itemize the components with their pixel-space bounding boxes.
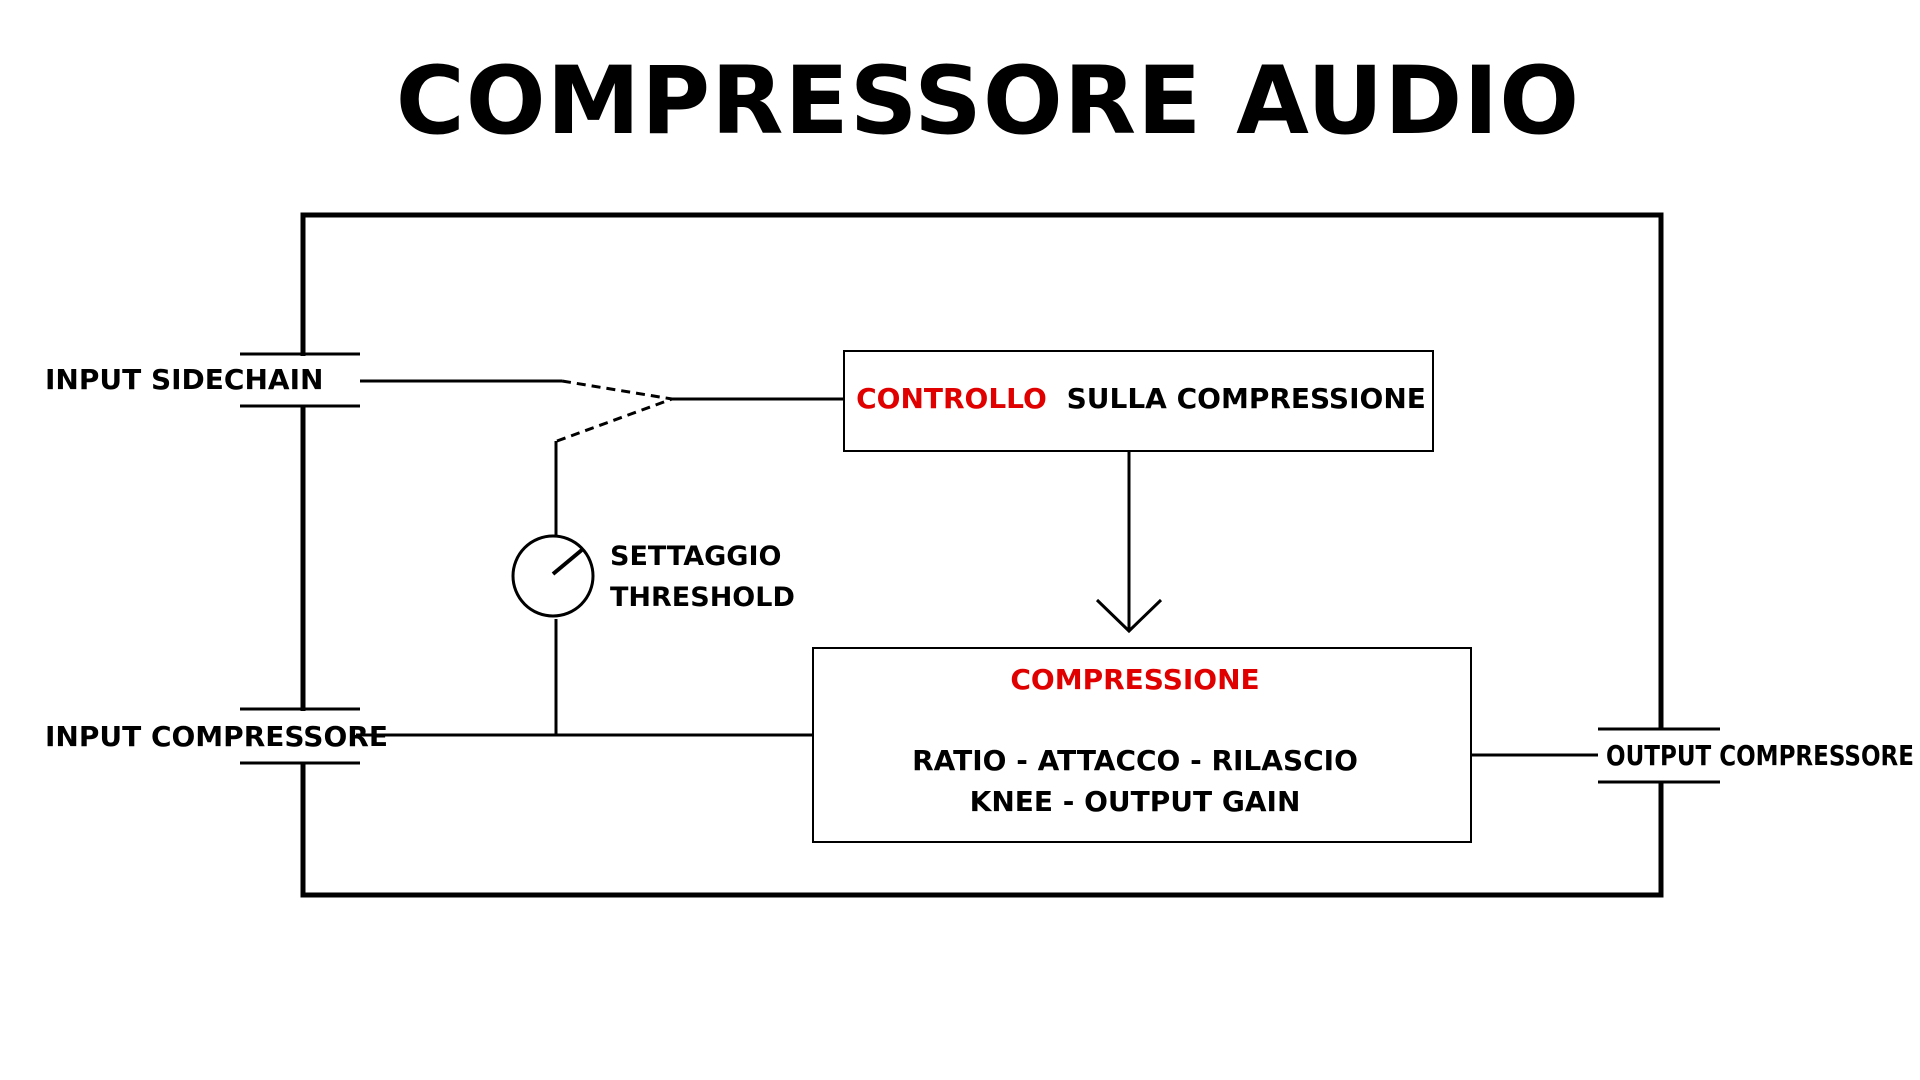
- compression-params-line2: KNEE - OUTPUT GAIN: [970, 785, 1301, 818]
- threshold-label-line1: SETTAGGIO: [610, 541, 781, 572]
- compression-params-line1: RATIO - ATTACCO - RILASCIO: [912, 744, 1358, 777]
- output-compressore-label: OUTPUT COMPRESSORE: [1606, 739, 1914, 772]
- control-block-label: CONTROLLO SULLA COMPRESSIONE: [856, 382, 1426, 415]
- control-block-rest: SULLA COMPRESSIONE: [1067, 382, 1426, 415]
- compressor-output-jack: [1598, 727, 1720, 784]
- control-block-highlight: CONTROLLO: [856, 382, 1047, 415]
- input-sidechain-label: INPUT SIDECHAIN: [45, 363, 323, 396]
- compression-block: [812, 647, 1472, 843]
- input-compressore-label: INPUT COMPRESSORE: [45, 720, 388, 753]
- control-arrow: [1095, 451, 1163, 634]
- diagram-title: COMPRESSORE AUDIO: [396, 47, 1580, 156]
- compression-block-title: COMPRESSIONE: [1010, 663, 1259, 696]
- sidechain-input-jack: [240, 352, 360, 408]
- control-block: [843, 350, 1434, 452]
- device-frame: [300, 212, 1664, 898]
- threshold-label-line2: THRESHOLD: [610, 582, 795, 613]
- compressor-input-jack: [240, 707, 360, 765]
- threshold-knob-icon: [511, 534, 595, 618]
- sidechain-switch: [556, 379, 673, 443]
